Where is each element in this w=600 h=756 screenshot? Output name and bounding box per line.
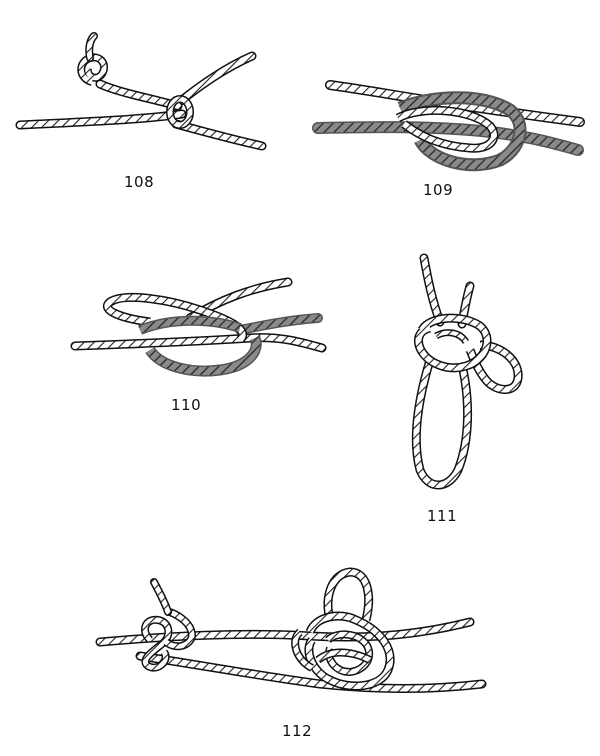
figure-111-label: 111 [427, 507, 458, 525]
figure-109-knot [312, 80, 585, 172]
figure-112-label: 112 [282, 722, 313, 740]
figure-112-knot [95, 567, 487, 693]
figure-108-knot [15, 32, 267, 151]
figure-108-label: 108 [124, 173, 155, 191]
figure-110-knot [70, 277, 327, 377]
figure-109-label: 109 [423, 181, 454, 199]
figure-110-label: 110 [171, 396, 202, 414]
figure-111-knot [411, 253, 523, 490]
